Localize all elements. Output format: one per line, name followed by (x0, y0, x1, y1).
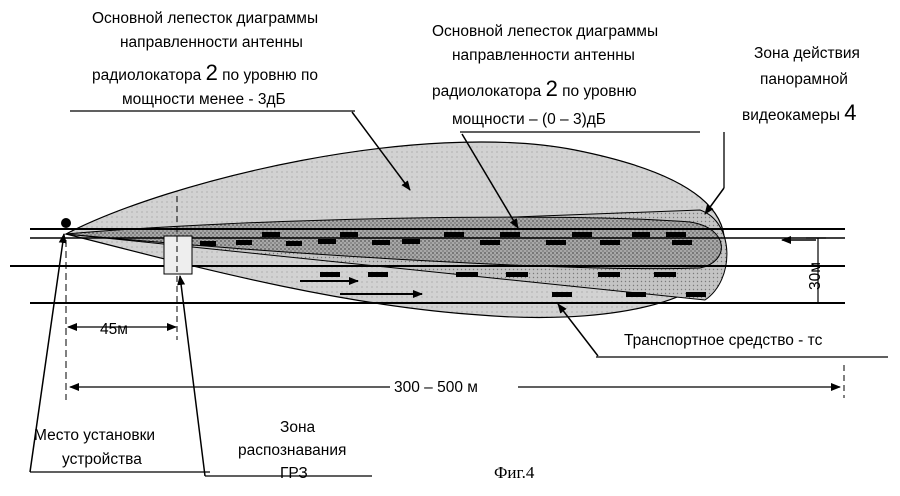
recognition-zone-line2: распознавания (238, 442, 346, 459)
lobe-outer-line1: Основной лепесток диаграммы (92, 10, 318, 27)
install-place-line1: Место установки (34, 427, 155, 444)
install-place-line2: устройства (62, 451, 142, 468)
leader-lobe-inner-arrow (461, 133, 519, 229)
recognition-zone-line3: ГРЗ (280, 465, 308, 482)
recognition-zone-line1: Зона (280, 419, 316, 436)
lobe-outer-line4: мощности менее - 3дБ (122, 91, 286, 108)
dim-45-label: 45м (100, 321, 128, 338)
dim-range-label: 300 – 500 м (394, 379, 478, 396)
lobe-inner-line4: мощности – (0 – 3)дБ (452, 111, 606, 128)
leader-install-arrow (29, 233, 67, 473)
camera-zone-line2: панорамной (760, 71, 848, 88)
camera-zone-line1: Зона действия (754, 45, 860, 62)
lobe-inner-line3: радиолокатора 2 по уровню (432, 76, 637, 101)
recognition-zone-box (163, 235, 193, 275)
camera-zone-line3: видеокамеры 4 (742, 100, 857, 125)
leader-camera-arrow (704, 187, 725, 215)
lobe-inner-line2: направленности антенны (452, 47, 635, 64)
lobe-outer-line3: радиолокатора 2 по уровню по (92, 60, 318, 85)
lobe-outer-line2: направленности антенны (120, 34, 303, 51)
device-dot (61, 218, 71, 228)
vehicle-label: Транспортное средство - тс (624, 332, 823, 349)
leader-vehicle-arrow (557, 303, 599, 357)
leader-recognition-arrow (177, 275, 206, 477)
lobe-inner-line1: Основной лепесток диаграммы (432, 23, 658, 40)
dim-30-label: 30м (807, 262, 824, 290)
figure-caption: Фиг.4 (494, 463, 535, 482)
lane-markings (200, 232, 706, 297)
leader-lobe-outer-arrow (351, 111, 411, 191)
